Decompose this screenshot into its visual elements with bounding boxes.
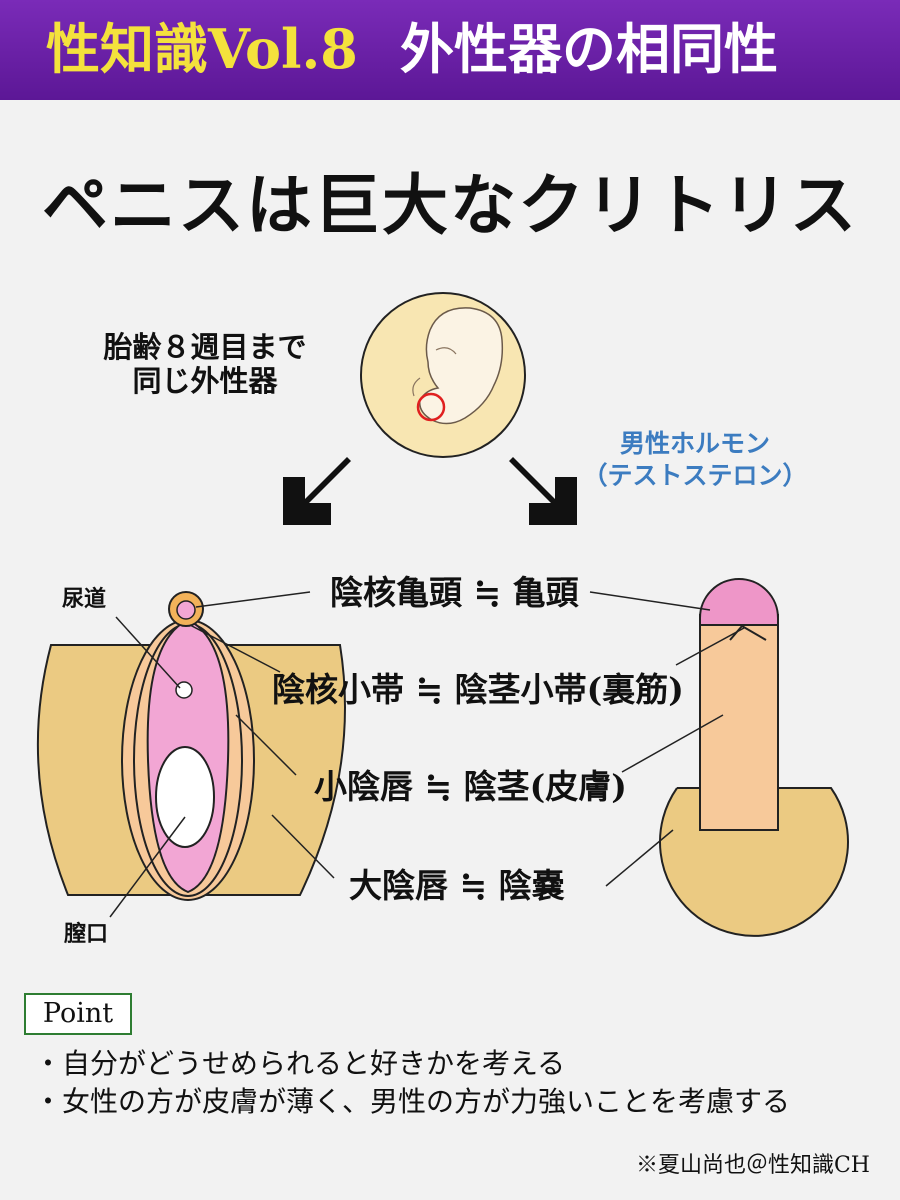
series-title: 性知識Vol.8 [46,17,358,81]
penis-shaft [699,614,779,831]
leader-scrotum [605,829,674,887]
header-banner: 性知識Vol.8 外性器の相同性 [0,0,900,100]
leader-glans [589,591,711,611]
comparison-glans: 陰核亀頭 ≒ 亀頭 [330,573,579,612]
vulva-illustration [36,591,346,901]
clitoral-glans [176,600,196,620]
leader-frenulum [675,627,745,666]
leader-urethra [115,616,181,689]
fetal-note-line-2: 同じ外性器 [132,364,278,398]
comparison-labia-majora: 大陰唇 ≒ 陰嚢 [349,866,565,905]
embryo-limb-line [412,377,421,397]
topic-title: 外性器の相同性 [400,17,778,81]
point-item: ・女性の方が皮膚が薄く、男性の方が力強いことを考慮する [34,1085,791,1118]
fetal-note-line-1: 胎齢８週目まで [103,330,307,364]
hormone-note: 男性ホルモン （テストステロン） [560,428,830,492]
embryo-eye-line [435,347,457,355]
leader-clitoral-frenulum [189,624,281,673]
left-arrow [283,457,363,525]
hormone-note-line-1: 男性ホルモン [619,429,770,458]
urethral-opening [175,681,193,699]
embryo-genital-marker [416,392,446,422]
comparison-frenulum: 陰核小帯 ≒ 陰茎小帯(裏筋) [272,670,684,709]
fetal-note: 胎齢８週目まで 同じ外性器 [70,330,340,398]
leader-shaft [621,714,724,773]
comparison-labia-minora: 小陰唇 ≒ 陰茎(皮膚) [314,767,627,806]
leader-labia-majora [271,814,335,879]
right-arrow [497,457,577,525]
author-credit: ※夏山尚也＠性知識CH [635,1153,870,1178]
vagina-label: 膣口 [64,921,109,947]
point-item: ・自分がどうせめられると好きかを考える [34,1047,566,1080]
point-badge: Point [24,993,132,1035]
leader-vagina [109,816,186,918]
hormone-note-line-2: （テストステロン） [582,461,808,490]
leader-lines [109,591,745,918]
penis-illustration [659,578,849,937]
urethra-label: 尿道 [62,586,107,612]
glans [699,578,779,626]
embryo-body [419,307,504,425]
leader-labia-minora [235,714,297,776]
headline: ペニスは巨大なクリトリス [42,166,858,244]
embryo-illustration [360,292,526,458]
frenulum-mark [729,624,767,641]
vaginal-opening [155,746,215,848]
leader-clitoral-glans [195,591,311,608]
